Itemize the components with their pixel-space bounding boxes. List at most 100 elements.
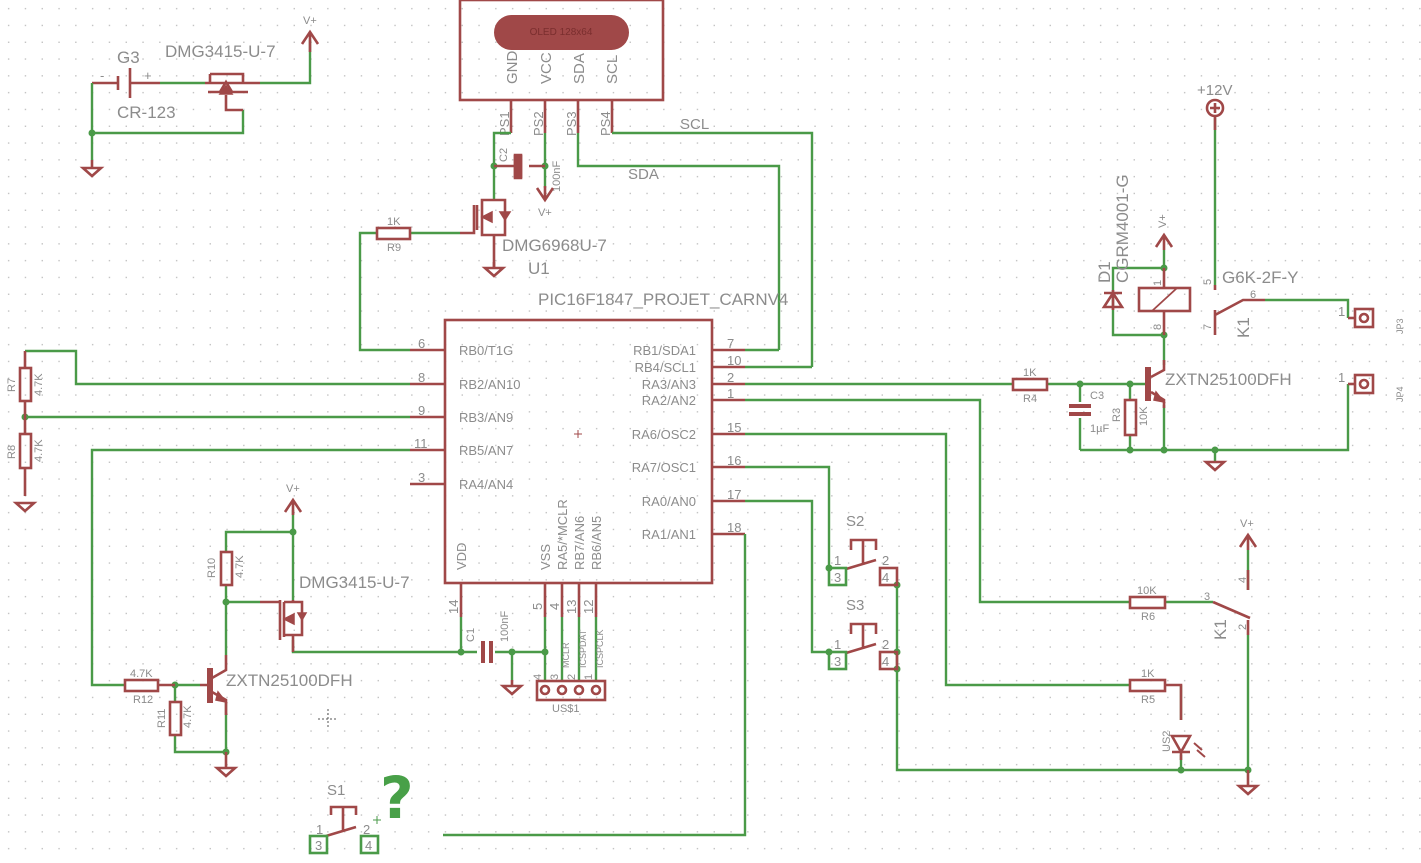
mosfet-part: DMG6968U-7 xyxy=(502,236,607,255)
label: V+ xyxy=(303,15,317,27)
resistor-r3[interactable]: R3 10K xyxy=(1111,398,1150,437)
symbol-shape xyxy=(1165,683,1183,720)
relay-contact-k1-b[interactable]: 3 2 4 K1 xyxy=(1204,570,1251,640)
label: 4.7K xyxy=(234,555,246,578)
transistor-zxtn-driver[interactable]: ZXTN25100DFH xyxy=(200,655,353,715)
net-label-sda: SDA xyxy=(628,166,659,183)
ground-symbol xyxy=(1235,770,1261,796)
label: JP4 xyxy=(1395,386,1405,402)
resistor-r8[interactable]: R8 4.7K xyxy=(6,417,45,496)
label: V+ xyxy=(538,207,552,219)
label: 9 xyxy=(418,403,425,418)
resistor-r12[interactable]: 4.7K R12 xyxy=(123,668,175,706)
symbol-shape xyxy=(1212,570,1251,635)
label: 17 xyxy=(727,487,741,502)
mosfet-dmg6968u[interactable]: DMG6968U-7 U1 xyxy=(460,198,607,278)
symbol-shape xyxy=(590,684,602,696)
capacitor-c2[interactable]: C2 100nF xyxy=(494,148,563,192)
junction-dot xyxy=(222,598,230,606)
label: RA4/AN4 xyxy=(459,477,513,492)
label: 1 xyxy=(727,386,734,401)
mosfet-part: DMG3415-U-7 xyxy=(299,573,410,592)
label: 4.7K xyxy=(130,668,153,680)
label: RB2/AN10 xyxy=(459,377,520,392)
symbol-shape xyxy=(827,566,848,587)
label: R12 xyxy=(133,694,153,706)
mcu-pic16f1847[interactable]: PIC16F1847_PROJET_CARNV4 6 8 9 11 3 RB0/… xyxy=(410,290,788,617)
symbol-shape xyxy=(1069,404,1091,408)
symbol-shape xyxy=(219,550,234,587)
wire xyxy=(25,349,410,687)
symbol-shape xyxy=(712,348,745,536)
oled-pin-vcc: VCC xyxy=(538,52,555,84)
capacitor-c3[interactable]: C3 1µF xyxy=(1069,390,1109,435)
icsp-header-us1[interactable]: 4 3 2 1 MCLR ICSPDAT ICSPCLK US$1 xyxy=(532,629,607,715)
symbol-shape xyxy=(574,430,582,438)
label: US$1 xyxy=(552,703,580,715)
vplus-symbol: V+ xyxy=(1154,214,1174,250)
mosfet-dmg3415-power[interactable]: DMG3415-U-7 xyxy=(260,573,410,652)
label: JP3 xyxy=(1395,318,1405,334)
label: ICSPCLK xyxy=(595,629,605,668)
mosfet-dmg3415-battery[interactable]: DMG3415-U-7 xyxy=(165,42,276,112)
label: K1 xyxy=(1234,317,1253,338)
label: 1K xyxy=(1023,367,1037,379)
resistor-r9[interactable]: 1K R9 xyxy=(375,216,412,254)
label: 4 xyxy=(882,570,889,585)
label: 7 xyxy=(727,336,734,351)
symbol-shape xyxy=(282,612,308,626)
resistor-r6[interactable]: 10K R6 xyxy=(1128,585,1167,623)
resistor-r11[interactable]: R11 4.7K xyxy=(156,700,194,737)
oled-label-pill xyxy=(494,15,629,50)
junction-dot xyxy=(1177,766,1185,774)
junction-dot xyxy=(1211,446,1219,454)
symbol-shape xyxy=(489,641,493,663)
label: C3 xyxy=(1090,390,1104,402)
resistor-r7[interactable]: R7 4.7K xyxy=(6,351,45,417)
label: 1 xyxy=(1152,280,1164,286)
vplus-symbol: V+ xyxy=(535,186,555,219)
label: RB6/AN5 xyxy=(589,516,604,570)
junction-dot xyxy=(541,648,549,656)
label: RA7/OSC1 xyxy=(632,460,696,475)
connector-jp4[interactable]: 1 JP4 xyxy=(1338,370,1405,402)
unrouted-question-mark-icon: ? xyxy=(380,764,414,832)
label: 1 xyxy=(1338,304,1345,319)
label: 8 xyxy=(418,370,425,385)
label: 3 xyxy=(549,674,561,680)
resistor-r5[interactable]: 1K R5 xyxy=(1128,668,1183,720)
symbol-shape xyxy=(92,68,160,98)
symbol-shape xyxy=(1128,595,1167,610)
led-us2[interactable]: US2 xyxy=(1161,731,1206,760)
oled-display[interactable]: OLED 128x64 GND VCC SDA SCL PS1 PS2 PS3 … xyxy=(458,0,665,136)
label: RB7/AN6 xyxy=(572,516,587,570)
relay-contact-k1-a[interactable]: G6K-2F-Y 5 6 7 K1 xyxy=(1202,268,1299,338)
label: C2 xyxy=(498,148,510,162)
battery-g3[interactable]: - + G3 CR-123 xyxy=(92,48,176,122)
label: 2 xyxy=(727,370,734,385)
battery-part: CR-123 xyxy=(117,103,176,122)
battery-ref: G3 xyxy=(117,48,140,67)
relay-coil-k1[interactable]: 1 8 xyxy=(1137,268,1192,335)
transistor-zxtn-relay[interactable]: ZXTN25100DFH xyxy=(1145,360,1292,408)
symbol-shape xyxy=(878,566,899,587)
capacitor-c1[interactable]: C1 100nF xyxy=(465,611,511,663)
symbol-shape xyxy=(1123,398,1138,437)
resistor-r4[interactable]: 1K R4 xyxy=(1011,367,1049,405)
label: RB0/T1G xyxy=(459,343,513,358)
symbol-shape xyxy=(300,29,320,52)
symbol-shape xyxy=(1238,532,1258,550)
symbol-shape xyxy=(18,432,33,470)
resistor-r10[interactable]: R10 4.7K xyxy=(206,550,246,587)
label: 6 xyxy=(1250,289,1256,301)
label: +12V xyxy=(1197,82,1232,99)
symbol-shape xyxy=(1151,287,1178,312)
label: VDD xyxy=(454,543,469,570)
label: 2 xyxy=(1237,624,1249,630)
connector-jp3[interactable]: 1 JP3 xyxy=(1338,304,1405,334)
diode-d1[interactable]: D1 CGRM4001-G xyxy=(1095,174,1132,310)
